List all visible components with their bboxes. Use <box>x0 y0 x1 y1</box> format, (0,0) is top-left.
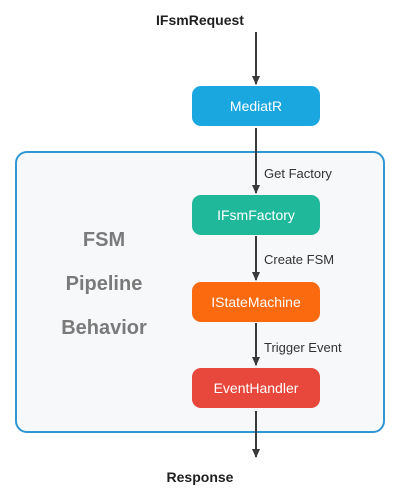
node-state-machine: IStateMachine <box>192 282 320 322</box>
edge-label-create-fsm: Create FSM <box>264 252 335 267</box>
edge-label-trigger-event: Trigger Event <box>264 340 342 355</box>
source-label: IFsmRequest <box>156 12 244 28</box>
sink-label: Response <box>166 469 234 485</box>
node-mediatr: MediatR <box>192 86 320 126</box>
node-event-handler: EventHandler <box>192 368 320 408</box>
group-label-line-1: FSM <box>82 229 126 251</box>
group-label-line-3: Behavior <box>61 317 147 339</box>
group-label-line-2: Pipeline <box>65 273 143 295</box>
node-fsm-factory: IFsmFactory <box>192 195 320 235</box>
edge-label-get-factory: Get Factory <box>264 166 332 181</box>
